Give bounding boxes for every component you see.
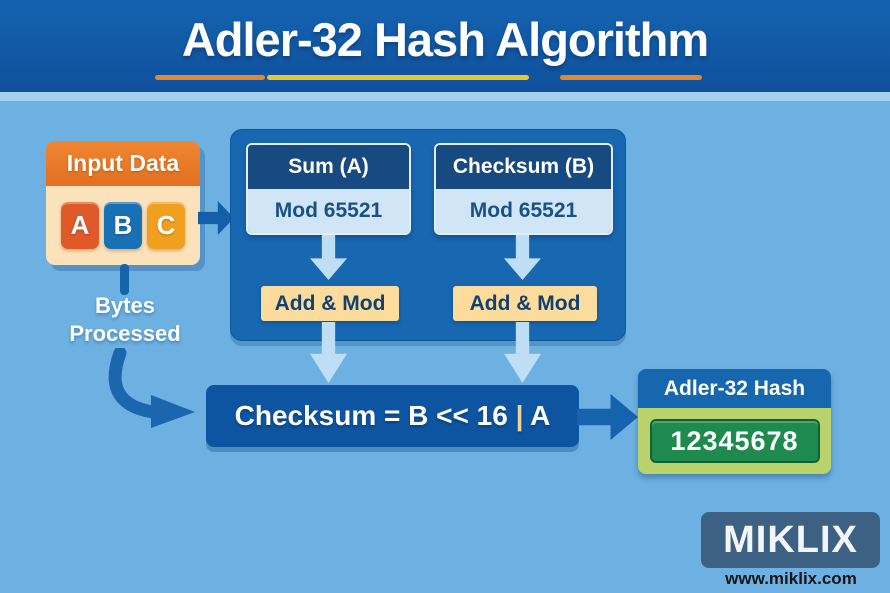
input-to-panel-arrow-icon — [198, 201, 234, 235]
formula-pipe-operator: | — [515, 400, 524, 431]
sum-add-mod-box: Add & Mod — [261, 286, 399, 321]
miklix-url: www.miklix.com — [725, 569, 857, 588]
checksum-add-mod-box: Add & Mod — [453, 286, 597, 321]
formula-suffix: A — [523, 400, 551, 431]
title-underline-yellow — [267, 75, 529, 80]
result-title: Adler-32 Hash — [638, 369, 831, 408]
adler32-hash-result-box: Adler-32 Hash 12345678 — [638, 369, 831, 474]
input-data-bytes: A B C — [46, 186, 200, 265]
checksum-b-mod-label: Mod 65521 — [436, 189, 611, 233]
input-data-box: Input Data A B C — [46, 141, 200, 265]
byte-tile-b: B — [104, 202, 142, 249]
header-divider-stripe — [0, 92, 890, 101]
formula-prefix: Checksum = B << 16 — [234, 400, 516, 431]
bytes-processed-label: Bytes Processed — [45, 292, 205, 348]
sum-a-box: Sum (A) Mod 65521 — [246, 143, 411, 235]
checksum-formula-box: Checksum = B << 16 | A — [206, 385, 579, 447]
title-underline-orange-left — [155, 75, 265, 80]
curved-arrow-icon — [108, 348, 195, 428]
header-banner: Adler-32 Hash Algorithm — [0, 0, 890, 92]
sum-a-mod-label: Mod 65521 — [248, 189, 409, 233]
formula-to-result-arrow-icon — [577, 394, 638, 440]
sum-a-title: Sum (A) — [248, 145, 409, 189]
checksum-b-title: Checksum (B) — [436, 145, 611, 189]
bytes-processed-line2: Processed — [69, 321, 181, 346]
checksum-b-box: Checksum (B) Mod 65521 — [434, 143, 613, 235]
page-title: Adler-32 Hash Algorithm — [181, 13, 709, 66]
title-underline-orange-right — [560, 75, 702, 80]
byte-tile-a: A — [61, 202, 99, 249]
bytes-processed-line1: Bytes — [95, 293, 155, 318]
hash-value: 12345678 — [649, 419, 820, 463]
input-data-title: Input Data — [46, 141, 200, 186]
byte-tile-c: C — [147, 202, 185, 249]
input-bottom-connector-line — [120, 264, 129, 295]
miklix-logo: MIKLIX — [701, 512, 880, 568]
result-body: 12345678 — [638, 408, 831, 474]
